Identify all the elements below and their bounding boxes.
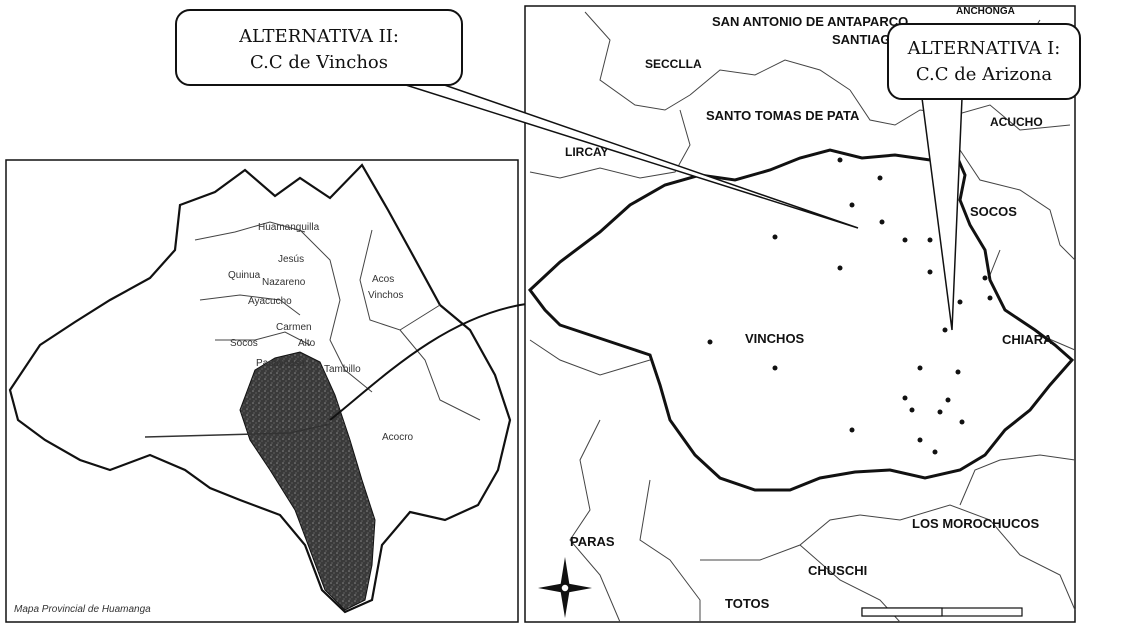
label-acocro: Acocro <box>382 432 414 443</box>
label-pacaycasa: Pacaycasa <box>256 358 305 369</box>
label-quinua: Quinua <box>228 270 261 281</box>
left-district-lines <box>194 221 481 421</box>
locality-points <box>707 157 993 455</box>
label-vinchos-left: Vinchos <box>368 290 403 301</box>
label-carmen: Carmen <box>276 322 312 333</box>
label-jesus: Jesús <box>278 254 304 265</box>
label-acos: Acos <box>372 274 394 285</box>
callout-alt2-title: ALTERNATIVA II: <box>238 26 399 47</box>
left-reference-line <box>144 423 331 438</box>
vinchos-shaded-area <box>239 351 376 611</box>
label-paras: PARAS <box>570 534 615 549</box>
callout-alt1: ALTERNATIVA I: C.C de Arizona <box>887 23 1081 100</box>
label-socos: SOCOS <box>970 204 1017 219</box>
left-map: Huamanguilla Jesús Nazareno Quinua Ayacu… <box>5 159 519 623</box>
label-totos: TOTOS <box>725 596 770 611</box>
label-huamanguilla: Huamanguilla <box>258 222 320 233</box>
label-chuschi: CHUSCHI <box>808 563 867 578</box>
label-vinchos: VINCHOS <box>745 331 805 346</box>
callout-alt1-title: ALTERNATIVA I: <box>907 38 1061 59</box>
label-chiara: CHIARA <box>1002 332 1053 347</box>
label-secclla: SECCLLA <box>645 57 702 71</box>
callout-alt2: ALTERNATIVA II: C.C de Vinchos <box>175 9 463 86</box>
label-ayacucho: Ayacucho <box>248 296 292 307</box>
scale-bar <box>861 607 1023 617</box>
callout-alt1-subtitle: C.C de Arizona <box>916 64 1053 85</box>
label-tambillo: Tambillo <box>324 364 361 375</box>
callout-alt2-subtitle: C.C de Vinchos <box>250 52 388 73</box>
label-socos: Socos <box>230 338 258 349</box>
label-san-antonio: SAN ANTONIO DE ANTAPARCO <box>712 14 908 29</box>
right-map: SAN ANTONIO DE ANTAPARCO SANTIAGO ANCHON… <box>524 5 1076 623</box>
left-map-caption: Mapa Provincial de Huamanga <box>14 604 151 615</box>
label-lircay: LIRCAY <box>565 145 609 159</box>
neighbor-boundaries <box>529 11 1076 623</box>
label-los-morochucos: LOS MOROCHUCOS <box>912 516 1039 531</box>
label-acucho: ACUCHO <box>990 115 1043 129</box>
label-santiago: SANTIAGO <box>832 32 901 47</box>
label-top-corner: ANCHONGA <box>956 6 1015 17</box>
label-santo-tomas: SANTO TOMAS DE PATA <box>706 108 860 123</box>
label-nazareno: Nazareno <box>262 277 306 288</box>
vinchos-boundary <box>527 148 1075 492</box>
north-arrow-icon <box>538 557 592 618</box>
label-carmen-alto: Alto <box>298 338 316 349</box>
